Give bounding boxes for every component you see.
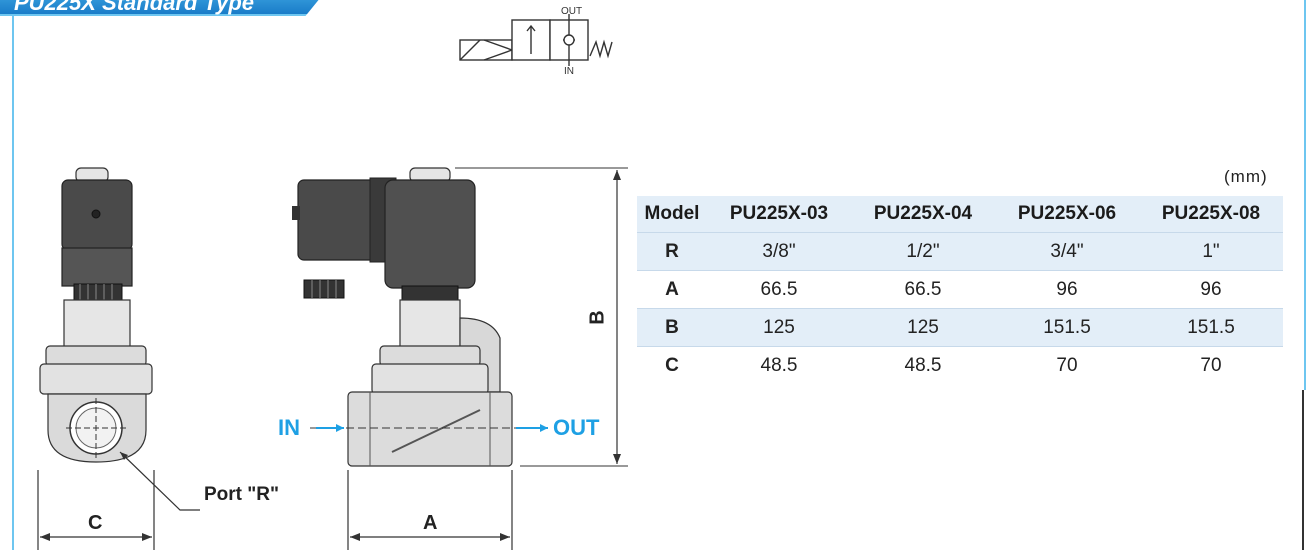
- table-header: PU225X-03: [707, 196, 851, 233]
- symbol-in-label: IN: [564, 66, 574, 77]
- table-cell: 66.5: [707, 270, 851, 309]
- table-row: R 3/8" 1/2" 3/4" 1": [637, 232, 1283, 271]
- table-cell: 151.5: [995, 308, 1139, 347]
- table-cell: 3/4": [995, 232, 1139, 271]
- frame-border-right-dark: [1302, 390, 1304, 550]
- table-cell: 125: [851, 308, 995, 347]
- table-row: A 66.5 66.5 96 96: [637, 270, 1283, 309]
- row-label: A: [637, 270, 707, 309]
- table-cell: 48.5: [707, 346, 851, 384]
- table-header: Model: [637, 196, 707, 233]
- section-title: PU225X Standard Type: [14, 0, 255, 15]
- dimension-a-label: A: [423, 512, 438, 534]
- dimension-c-label: C: [88, 512, 103, 534]
- table-cell: 70: [1139, 346, 1283, 384]
- flow-in-label: IN: [278, 415, 300, 440]
- table-cell: 1/2": [851, 232, 995, 271]
- flow-out-label: OUT: [553, 415, 600, 440]
- table-cell: 66.5: [851, 270, 995, 309]
- valve-symbol: [459, 14, 613, 66]
- table-header: PU225X-08: [1139, 196, 1283, 233]
- table-header: PU225X-04: [851, 196, 995, 233]
- table-cell: 125: [707, 308, 851, 347]
- valve-side-view: [37, 167, 200, 550]
- symbol-out-label: OUT: [561, 6, 583, 17]
- table-cell: 151.5: [1139, 308, 1283, 347]
- frame-border-left: [12, 0, 14, 550]
- port-label: Port "R": [204, 484, 280, 505]
- row-label: C: [637, 346, 707, 384]
- row-label: B: [637, 308, 707, 347]
- table-cell: 96: [995, 270, 1139, 309]
- dimension-table: Model PU225X-03 PU225X-04 PU225X-06 PU22…: [637, 196, 1283, 384]
- frame-border-right: [1304, 0, 1306, 390]
- unit-label: (mm): [1224, 167, 1268, 186]
- table-cell: 1": [1139, 232, 1283, 271]
- row-label: R: [637, 232, 707, 271]
- dimension-b-label: B: [586, 310, 609, 325]
- table-header: PU225X-06: [995, 196, 1139, 233]
- valve-front-view: [292, 167, 628, 550]
- table-row: C 48.5 48.5 70 70: [637, 346, 1283, 384]
- table-cell: 48.5: [851, 346, 995, 384]
- table-row: B 125 125 151.5 151.5: [637, 308, 1283, 347]
- section-header: PU225X Standard Type: [0, 0, 325, 16]
- table-cell: 3/8": [707, 232, 851, 271]
- table-cell: 96: [1139, 270, 1283, 309]
- table-cell: 70: [995, 346, 1139, 384]
- table-header-row: Model PU225X-03 PU225X-04 PU225X-06 PU22…: [637, 196, 1283, 233]
